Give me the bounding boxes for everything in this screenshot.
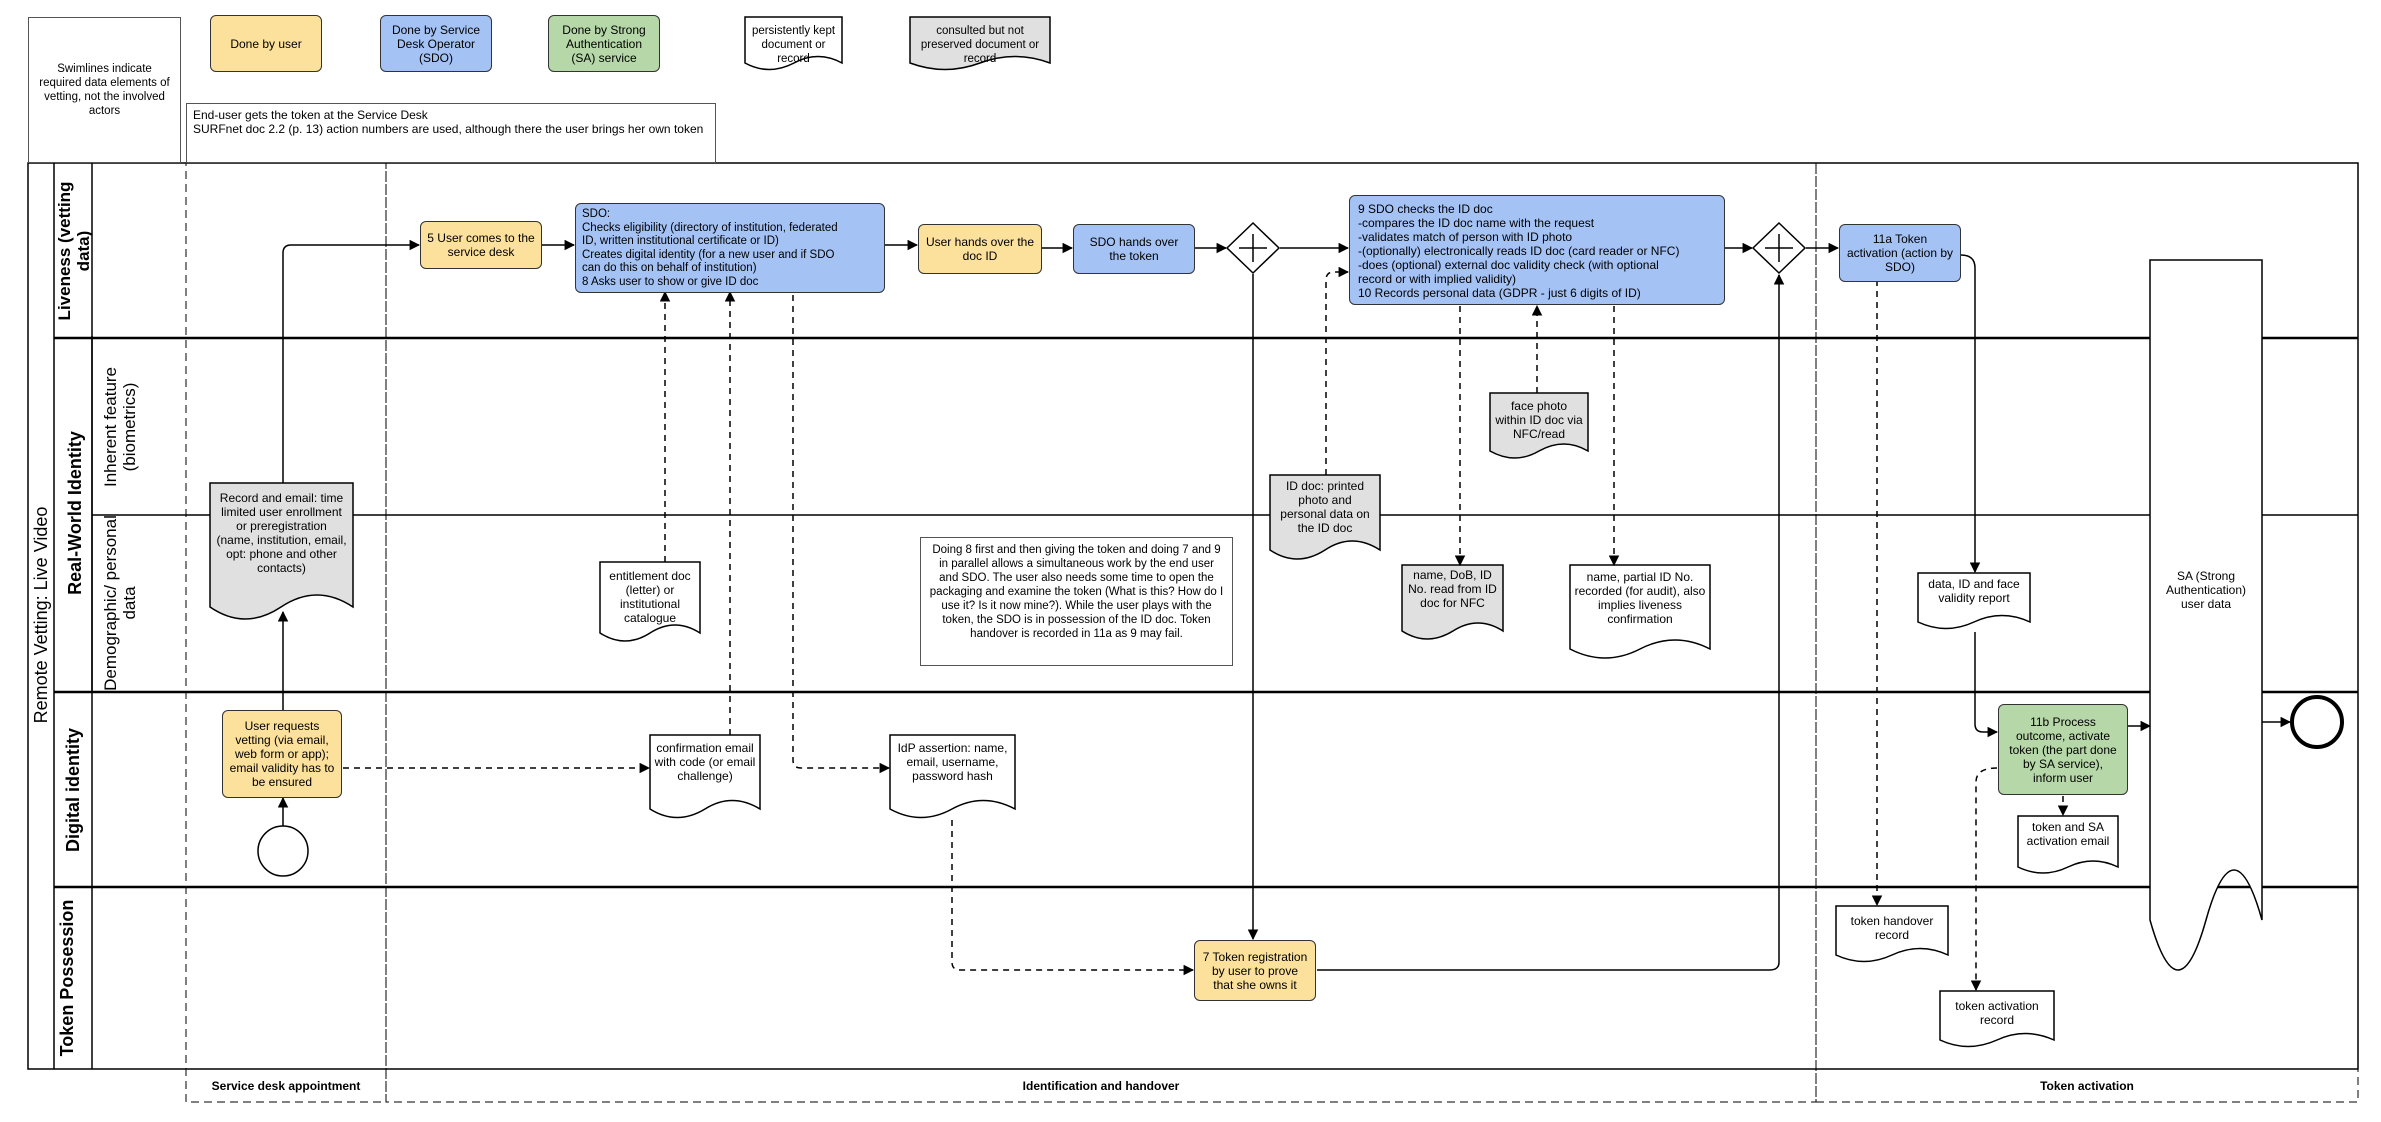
phase-label-appointment: Service desk appointment bbox=[211, 1079, 361, 1093]
lane-label-token-possession: Token Possession bbox=[56, 899, 77, 1057]
assoc-idphoto-to-t9 bbox=[1325, 266, 1350, 475]
phase-group bbox=[385, 162, 1817, 1103]
parallelism-annotation: Doing 8 first and then giving the token … bbox=[920, 537, 1233, 666]
doc-record-email-shape bbox=[209, 482, 354, 620]
lane-label-real-world-identity: Real-World Identity bbox=[64, 431, 85, 595]
lane-label-demographic: Demographic/ personal data bbox=[101, 515, 139, 691]
task-sdo-checks-eligibility: SDO: Checks eligibility (directory of in… bbox=[575, 203, 885, 293]
assoc-11b-to-activation-record bbox=[1970, 767, 1998, 992]
doc-face-validity-shape bbox=[1917, 572, 2031, 630]
lane-label-digital-identity: Digital identity bbox=[62, 728, 83, 853]
task-user-hands-over-doc: User hands over the doc ID bbox=[918, 224, 1042, 274]
phase-label-activation: Token activation bbox=[2040, 1079, 2134, 1093]
legend-sa-task: Done by Strong Authentication (SA) servi… bbox=[548, 15, 660, 72]
parallel-gateway-split bbox=[1225, 221, 1281, 275]
assoc-idp-to-t7 bbox=[951, 820, 1195, 976]
task-11a-token-activation: 11a Token activation (action by SDO) bbox=[1839, 224, 1961, 282]
lane-label-inherent: Inherent feature (biometrics) bbox=[101, 366, 139, 488]
task-user-requests-vetting: User requests vetting (via email, web fo… bbox=[222, 710, 342, 798]
task-9-sdo-checks-id-doc: 9 SDO checks the ID doc -compares the ID… bbox=[1349, 195, 1725, 305]
doc-name-dob-shape bbox=[1401, 564, 1504, 640]
legend-sdo-task: Done by Service Desk Operator (SDO) bbox=[380, 15, 492, 72]
assoc-sdo-to-idp bbox=[792, 295, 891, 774]
legend-user-task: Done by user bbox=[210, 15, 322, 72]
lane-label-liveness: Liveness (vetting data) bbox=[55, 181, 93, 321]
phase-group bbox=[185, 162, 387, 1103]
task-11b-process-outcome: 11b Process outcome, activate token (the… bbox=[1998, 704, 2128, 795]
flow-11a-to-report bbox=[1960, 254, 1981, 574]
doc-activation-record-shape bbox=[1939, 990, 2055, 1048]
doc-face-photo-shape bbox=[1489, 392, 1589, 459]
doc-confirmation-shape bbox=[649, 734, 761, 819]
doc-token-sa-email-shape bbox=[2017, 815, 2119, 874]
task-sdo-hands-over-token: SDO hands over the token bbox=[1073, 224, 1195, 274]
doc-partial-id-shape bbox=[1569, 564, 1711, 659]
doc-entitlement-shape bbox=[599, 561, 701, 642]
legend-note: Swimlines indicate required data element… bbox=[28, 17, 181, 163]
start-event bbox=[257, 825, 309, 877]
doc-idp-shape bbox=[889, 734, 1016, 819]
sa-data-store-shape bbox=[2149, 259, 2263, 971]
legend-consulted-doc-shape bbox=[909, 16, 1051, 71]
phase-label-identification: Identification and handover bbox=[1022, 1079, 1180, 1093]
flow-t7-to-join bbox=[1317, 273, 1785, 971]
doc-id-photo-shape bbox=[1269, 474, 1381, 560]
task-5-user-comes: 5 User comes to the service desk bbox=[420, 221, 542, 269]
end-event bbox=[2290, 695, 2344, 749]
phase-group bbox=[1815, 162, 2359, 1103]
task-7-token-registration: 7 Token registration by user to prove th… bbox=[1194, 940, 1316, 1001]
doc-handover-record-shape bbox=[1835, 905, 1949, 963]
flow-report-to-11b bbox=[1974, 632, 1999, 738]
legend-kept-doc-shape bbox=[744, 16, 843, 71]
flow-record-to-t5 bbox=[282, 239, 421, 483]
parallel-gateway-join bbox=[1751, 221, 1807, 275]
scenario-description: End-user gets the token at the Service D… bbox=[186, 103, 716, 163]
